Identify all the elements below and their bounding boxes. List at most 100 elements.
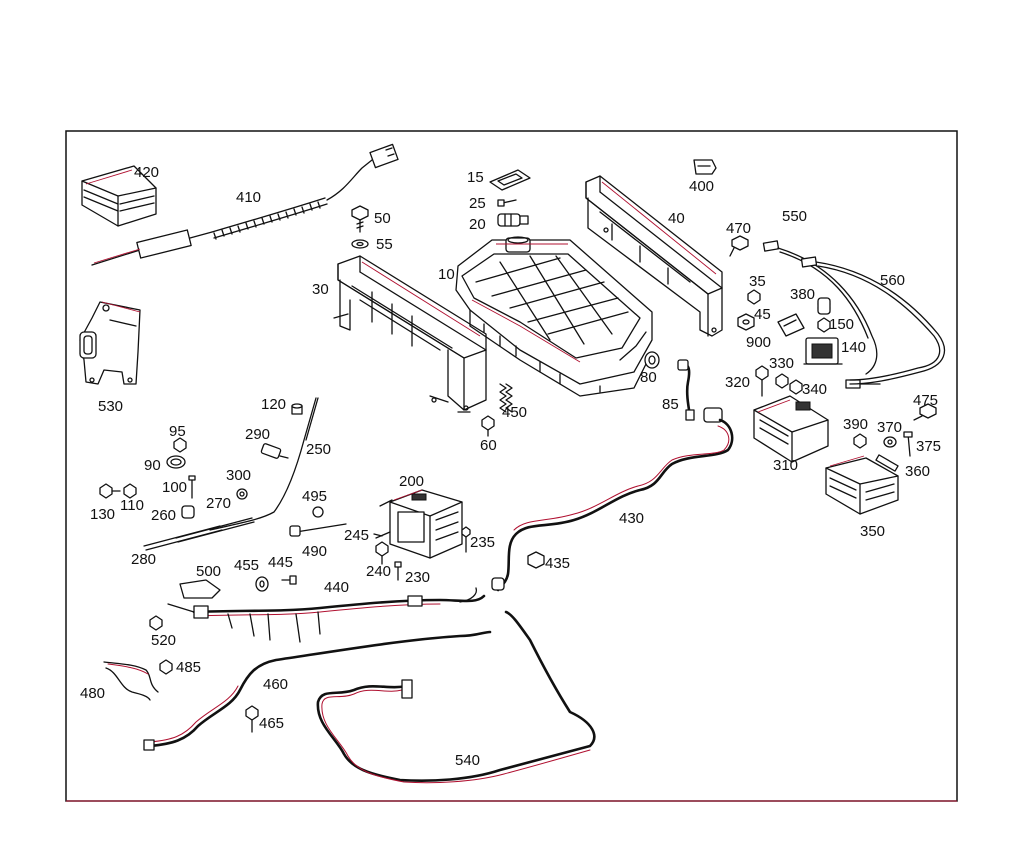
part-400-clip bbox=[693, 159, 717, 175]
part-80-seal bbox=[644, 351, 660, 369]
label-300: 300 bbox=[226, 467, 251, 484]
label-50: 50 bbox=[374, 210, 391, 227]
label-340: 340 bbox=[802, 381, 827, 398]
part-130-bolt bbox=[99, 483, 121, 499]
label-30: 30 bbox=[312, 281, 329, 298]
part-235-bolt bbox=[461, 526, 471, 553]
part-60-bolt bbox=[481, 415, 495, 437]
part-440-wiring-harness bbox=[167, 587, 486, 643]
part-250-sensor-line bbox=[209, 397, 319, 531]
part-25-screw bbox=[497, 199, 517, 207]
part-280-rod bbox=[143, 517, 255, 551]
part-500-bracket bbox=[179, 579, 221, 599]
part-410-charge-cable bbox=[91, 143, 399, 266]
label-245: 245 bbox=[344, 527, 369, 544]
label-60: 60 bbox=[480, 437, 497, 454]
label-230: 230 bbox=[405, 569, 430, 586]
label-485: 485 bbox=[176, 659, 201, 676]
part-445-bolt bbox=[281, 575, 297, 585]
part-50-bolt bbox=[351, 205, 369, 233]
part-900-label bbox=[777, 313, 805, 337]
label-370: 370 bbox=[877, 419, 902, 436]
part-320-bolt bbox=[755, 365, 769, 397]
label-110: 110 bbox=[120, 497, 144, 514]
part-230-bolt bbox=[394, 561, 402, 581]
part-380-spring bbox=[817, 297, 831, 315]
diagram-frame bbox=[65, 130, 958, 802]
label-270: 270 bbox=[206, 495, 231, 512]
label-490: 490 bbox=[302, 543, 327, 560]
part-30-frame-rail bbox=[333, 255, 487, 413]
label-140: 140 bbox=[841, 339, 866, 356]
part-520-bolt bbox=[149, 615, 163, 631]
label-235: 235 bbox=[470, 534, 495, 551]
part-430-coolant-pipe bbox=[491, 407, 734, 592]
label-330: 330 bbox=[769, 355, 794, 372]
label-150: 150 bbox=[829, 316, 854, 333]
label-480: 480 bbox=[80, 685, 105, 702]
part-110-nut bbox=[123, 483, 137, 499]
part-120-cap bbox=[291, 403, 303, 415]
label-400: 400 bbox=[689, 178, 714, 195]
label-290: 290 bbox=[245, 426, 270, 443]
label-560: 560 bbox=[880, 272, 905, 289]
label-45: 45 bbox=[754, 306, 771, 323]
label-450: 450 bbox=[502, 404, 527, 421]
label-460: 460 bbox=[263, 676, 288, 693]
label-120: 120 bbox=[261, 396, 286, 413]
label-15: 15 bbox=[467, 169, 484, 186]
label-260: 260 bbox=[151, 507, 176, 524]
label-375: 375 bbox=[916, 438, 941, 455]
part-15-gasket-plate bbox=[489, 169, 531, 191]
part-240-bolt bbox=[375, 541, 389, 565]
part-450-spring bbox=[499, 383, 513, 413]
label-360: 360 bbox=[905, 463, 930, 480]
label-530: 530 bbox=[98, 398, 123, 415]
label-20: 20 bbox=[469, 216, 486, 233]
part-360-strip bbox=[875, 454, 899, 472]
part-350-module bbox=[825, 455, 899, 515]
part-245-screw bbox=[373, 533, 383, 537]
part-485-nut bbox=[159, 659, 173, 675]
part-490-connector bbox=[289, 523, 347, 537]
label-470: 470 bbox=[726, 220, 751, 237]
part-20-connector bbox=[497, 213, 529, 227]
label-35: 35 bbox=[749, 273, 766, 290]
part-540-cable bbox=[316, 610, 596, 784]
part-140-relay bbox=[803, 337, 843, 365]
part-290-sensor bbox=[260, 443, 289, 459]
label-100: 100 bbox=[162, 479, 187, 496]
label-130: 130 bbox=[90, 506, 115, 523]
label-435: 435 bbox=[545, 555, 570, 572]
label-475: 475 bbox=[913, 392, 938, 409]
part-375-screw bbox=[903, 431, 913, 457]
part-455-grommet bbox=[255, 576, 269, 592]
label-410: 410 bbox=[236, 189, 261, 206]
label-25: 25 bbox=[469, 195, 486, 212]
part-95-bolt bbox=[173, 437, 187, 453]
part-10-battery-pack bbox=[455, 236, 653, 397]
label-550: 550 bbox=[782, 208, 807, 225]
part-495-grommet bbox=[312, 506, 324, 518]
label-310: 310 bbox=[773, 457, 798, 474]
part-370-washer bbox=[883, 436, 897, 448]
part-470-bolt bbox=[729, 235, 749, 257]
label-320: 320 bbox=[725, 374, 750, 391]
label-465: 465 bbox=[259, 715, 284, 732]
part-435-clip bbox=[527, 551, 545, 569]
part-475-screw bbox=[913, 403, 937, 421]
label-900: 900 bbox=[746, 334, 771, 351]
label-280: 280 bbox=[131, 551, 156, 568]
label-10: 10 bbox=[438, 266, 455, 283]
part-560-cable bbox=[800, 256, 946, 385]
part-260-bracket bbox=[181, 505, 195, 519]
part-420-module-box bbox=[81, 165, 157, 227]
label-350: 350 bbox=[860, 523, 885, 540]
label-445: 445 bbox=[268, 554, 293, 571]
part-390-nut bbox=[853, 433, 867, 449]
part-270-grommet bbox=[236, 488, 248, 500]
label-90: 90 bbox=[144, 457, 161, 474]
part-labels: 420 410 530 50 55 30 15 25 20 10 40 400 … bbox=[80, 164, 941, 769]
